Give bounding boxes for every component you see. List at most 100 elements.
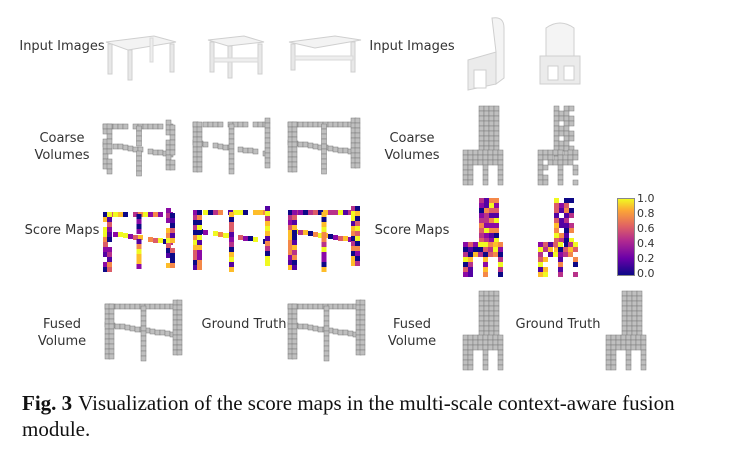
voxel — [564, 238, 569, 243]
voxel — [292, 230, 297, 235]
voxel — [497, 164, 504, 171]
voxel — [635, 344, 642, 351]
voxel — [543, 242, 548, 247]
colorbar-tick: 0.8 — [637, 207, 655, 220]
voxel — [170, 223, 175, 228]
voxel — [493, 242, 498, 247]
voxel — [169, 144, 176, 151]
voxel — [631, 315, 638, 322]
voxel — [228, 143, 235, 150]
voxel — [605, 334, 612, 341]
voxel — [467, 334, 474, 341]
voxel — [635, 339, 642, 346]
voxel — [636, 290, 643, 297]
voxel — [122, 123, 129, 130]
voxel — [497, 159, 504, 166]
voxel — [626, 305, 633, 312]
voxel — [468, 257, 473, 262]
voxel — [477, 339, 484, 346]
voxel — [229, 217, 234, 222]
voxel — [228, 153, 235, 160]
voxel — [615, 339, 622, 346]
voxel — [467, 174, 474, 181]
voxel — [297, 303, 304, 310]
voxel — [302, 121, 309, 128]
voxel — [176, 309, 183, 316]
voxel — [626, 300, 633, 307]
voxel — [492, 334, 499, 341]
voxel — [630, 334, 637, 341]
voxel — [493, 110, 500, 117]
voxel — [108, 303, 115, 310]
label-fused-volume-right: Fused Volume — [387, 317, 437, 349]
voxel — [354, 137, 361, 144]
voxel — [568, 115, 575, 122]
voxel — [193, 225, 198, 230]
label-input-images-left: Input Images — [19, 39, 105, 54]
voxel — [313, 232, 318, 237]
voxel — [103, 267, 108, 272]
voxel — [134, 326, 141, 333]
voxel — [483, 290, 490, 297]
voxel — [568, 135, 575, 142]
voxel — [288, 235, 293, 240]
voxel — [203, 230, 208, 235]
colorbar-tick: 0.0 — [637, 267, 655, 280]
voxel — [170, 213, 175, 218]
voxel — [229, 267, 234, 272]
voxel — [166, 228, 171, 233]
voxel — [547, 159, 554, 166]
voxel — [102, 153, 109, 160]
voxel — [473, 252, 478, 257]
voxel — [494, 233, 499, 238]
voxel — [103, 242, 108, 247]
voxel — [482, 334, 489, 341]
voxel — [548, 242, 553, 247]
voxel — [222, 144, 229, 151]
voxel — [103, 212, 108, 217]
voxel — [228, 128, 235, 135]
voxel — [323, 355, 330, 362]
voxel — [553, 242, 558, 247]
voxel — [553, 130, 560, 137]
voxel — [193, 240, 198, 245]
voxel — [467, 359, 474, 366]
voxel — [488, 300, 495, 307]
voxel — [328, 234, 333, 239]
voxel — [114, 303, 121, 310]
voxel — [229, 247, 234, 252]
voxel — [229, 212, 234, 217]
voxel — [159, 329, 166, 336]
voxel — [149, 328, 156, 335]
voxel — [462, 354, 469, 361]
voxel — [478, 305, 485, 312]
voxel — [620, 344, 627, 351]
voxel — [487, 149, 494, 156]
voxel — [482, 169, 489, 176]
voxel — [129, 325, 136, 332]
voxel — [478, 125, 485, 132]
voxel — [166, 233, 171, 238]
voxel — [107, 237, 112, 242]
voxel — [321, 222, 327, 227]
voxel — [494, 228, 499, 233]
voxel — [488, 135, 495, 142]
voxel — [488, 110, 495, 117]
voxel — [542, 149, 549, 156]
voxel — [196, 166, 203, 173]
voxel — [538, 272, 543, 277]
voxel — [497, 169, 504, 176]
voxel — [620, 334, 627, 341]
voxel — [176, 339, 183, 346]
voxel — [129, 303, 136, 310]
voxel — [483, 105, 490, 112]
voxel — [136, 244, 142, 249]
voxel — [207, 121, 214, 128]
voxel — [343, 236, 348, 241]
voxel — [170, 228, 175, 233]
voxel — [288, 245, 293, 250]
voxel — [497, 339, 504, 346]
voxel — [484, 223, 489, 228]
colorbar-tick: 0.4 — [637, 237, 655, 250]
voxel — [487, 334, 494, 341]
